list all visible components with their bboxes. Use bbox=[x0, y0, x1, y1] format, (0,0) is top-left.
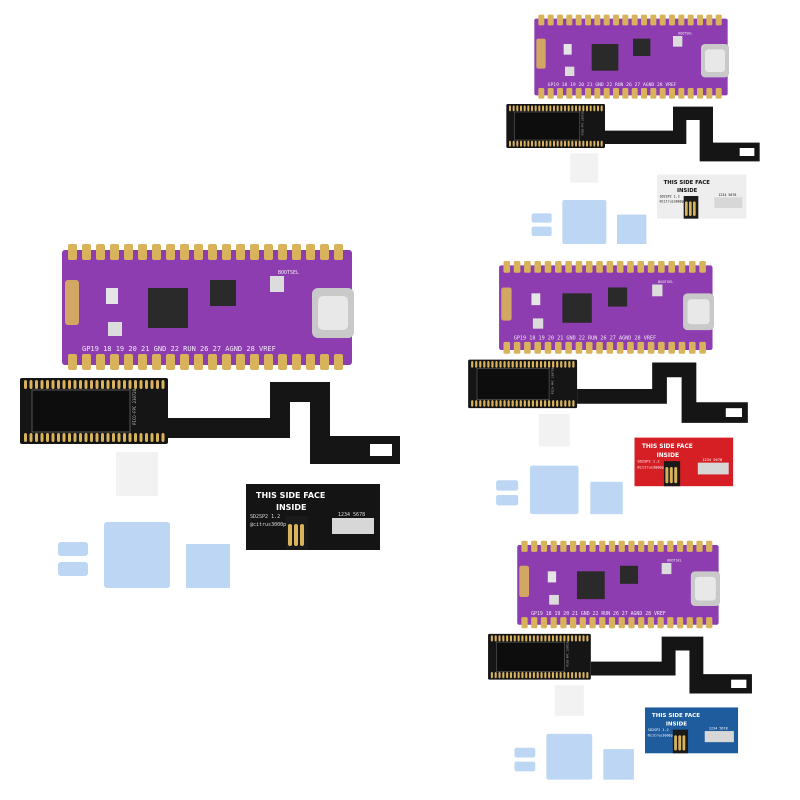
board-pin-label-kit-red: GP19 18 19 20 21 GND 22 RUN 26 27 AGND 2… bbox=[514, 336, 656, 342]
card-line1: THIS SIDE FACE bbox=[256, 491, 325, 500]
thermal-pads bbox=[58, 522, 230, 588]
bootsel-label-kit-blue: BOOTSEL bbox=[667, 559, 682, 563]
flex-cable-kit-white: PICO-FPC 230728 bbox=[506, 104, 760, 162]
sd2sp2-card-kit-red: THIS SIDE FACE INSIDE SD2SP2 1.2 @citrus… bbox=[634, 437, 734, 487]
pico-board-kit-blue: GP19 18 19 20 21 GND 22 RUN 26 27 AGND 2… bbox=[517, 540, 720, 629]
kit-blue: GP19 18 19 20 21 GND 22 RUN 26 27 AGND 2… bbox=[470, 538, 770, 788]
rp2040-chip-icon-kit-white bbox=[591, 44, 619, 71]
flex-serial: PICO-FPC 230728 bbox=[132, 388, 137, 425]
card-model-kit-white: SD2SP2 1.2 bbox=[660, 194, 680, 198]
sd2sp2-card-kit-blue: THIS SIDE FACE INSIDE SD2SP2 1.2 @citrus… bbox=[645, 707, 739, 754]
bootsel-label: BOOTSEL bbox=[278, 270, 299, 276]
card-line1-kit-blue: THIS SIDE FACE bbox=[652, 713, 700, 719]
flex-serial-kit-red: PICO-FPC 230728 bbox=[551, 367, 555, 394]
flex-serial-kit-white: PICO-FPC 230728 bbox=[581, 111, 585, 135]
bootsel-label-kit-white: BOOTSEL bbox=[678, 32, 692, 36]
bootsel-button-icon-kit-white bbox=[673, 36, 683, 47]
rp2040-chip-icon bbox=[148, 288, 188, 328]
card-credit: @citrus3000psi bbox=[250, 522, 292, 528]
rp2040-chip-icon-kit-red bbox=[562, 293, 592, 323]
pico-board-kit-red: GP19 18 19 20 21 GND 22 RUN 26 27 AGND 2… bbox=[499, 260, 714, 354]
kit-illustration: GP19 18 19 20 21 GND 22 RUN 26 27 AGND 2… bbox=[20, 244, 400, 588]
kit-illustration-blue: GP19 18 19 20 21 GND 22 RUN 26 27 AGND 2… bbox=[488, 540, 752, 780]
card-line2-kit-red: INSIDE bbox=[657, 453, 679, 459]
spacer-pad-kit-blue bbox=[554, 685, 584, 716]
card-credit-kit-red: @citrus3000psi bbox=[637, 466, 668, 470]
card-credit-kit-blue: @citrus3000psi bbox=[648, 734, 677, 738]
spacer-pad-kit-red bbox=[538, 414, 570, 447]
spacer-pad-kit-white bbox=[570, 153, 599, 183]
card-line1-kit-white: THIS SIDE FACE bbox=[664, 180, 711, 186]
spacer-pad bbox=[116, 452, 158, 496]
kit-illustration-red: GP19 18 19 20 21 GND 22 RUN 26 27 AGND 2… bbox=[468, 260, 748, 515]
kit-main-black: GP19 18 19 20 21 GND 22 RUN 26 27 AGND 2… bbox=[20, 240, 400, 600]
card-pin-numbers-kit-red: 1234 5678 bbox=[702, 458, 722, 462]
sd2sp2-card: THIS SIDE FACE INSIDE SD2SP2 1.2 @citrus… bbox=[246, 484, 380, 550]
card-line2-kit-white: INSIDE bbox=[677, 188, 698, 194]
pico-board: GP19 18 19 20 21 GND 22 RUN 26 27 AGND 2… bbox=[62, 244, 354, 370]
card-pin-numbers-kit-blue: 1234 5678 bbox=[709, 727, 728, 731]
bootsel-button-icon-kit-red bbox=[652, 284, 663, 297]
thermal-pads-kit-white bbox=[531, 200, 647, 244]
rp2040-chip-icon-kit-blue bbox=[576, 571, 605, 600]
card-line2: INSIDE bbox=[276, 503, 307, 512]
bootsel-label-kit-red: BOOTSEL bbox=[658, 280, 674, 284]
pico-board-kit-white: GP19 18 19 20 21 GND 22 RUN 26 27 AGND 2… bbox=[534, 14, 729, 99]
flex-cable-kit-blue: PICO-FPC 230728 bbox=[488, 633, 752, 694]
bootsel-button-icon bbox=[270, 276, 284, 292]
sd2sp2-card-kit-white: THIS SIDE FACE INSIDE SD2SP2 1.2 @citrus… bbox=[657, 174, 747, 219]
flex-cable: PICO-FPC 230728 bbox=[20, 378, 400, 464]
kit-red: GP19 18 19 20 21 GND 22 RUN 26 27 AGND 2… bbox=[458, 258, 758, 523]
kit-white: GP19 18 19 20 21 GND 22 RUN 26 27 AGND 2… bbox=[483, 12, 783, 252]
card-model-kit-red: SD2SP2 1.2 bbox=[637, 460, 659, 464]
board-pin-label-kit-white: GP19 18 19 20 21 GND 22 RUN 26 27 AGND 2… bbox=[548, 82, 677, 88]
kit-illustration-white: GP19 18 19 20 21 GND 22 RUN 26 27 AGND 2… bbox=[506, 14, 760, 244]
card-credit-kit-white: @citrus3000psi bbox=[660, 200, 688, 204]
card-model: SD2SP2 1.2 bbox=[250, 514, 280, 520]
board-pin-label-kit-blue: GP19 18 19 20 21 GND 22 RUN 26 27 AGND 2… bbox=[531, 611, 666, 617]
board-pin-label: GP19 18 19 20 21 GND 22 RUN 26 27 AGND 2… bbox=[82, 345, 276, 353]
card-model-kit-blue: SD2SP2 1.2 bbox=[648, 728, 669, 732]
flex-serial-kit-blue: PICO-FPC 230728 bbox=[566, 641, 570, 666]
card-pin-numbers: 1234 5678 bbox=[338, 512, 365, 518]
card-line1-kit-red: THIS SIDE FACE bbox=[642, 444, 693, 450]
flex-cable-kit-red: PICO-FPC 230728 bbox=[468, 359, 748, 423]
card-line2-kit-blue: INSIDE bbox=[666, 722, 687, 728]
thermal-pads-kit-blue bbox=[514, 733, 634, 780]
thermal-pads-kit-red bbox=[496, 465, 623, 515]
card-pin-numbers-kit-white: 1234 5678 bbox=[718, 193, 736, 197]
bootsel-button-icon-kit-blue bbox=[661, 563, 672, 575]
